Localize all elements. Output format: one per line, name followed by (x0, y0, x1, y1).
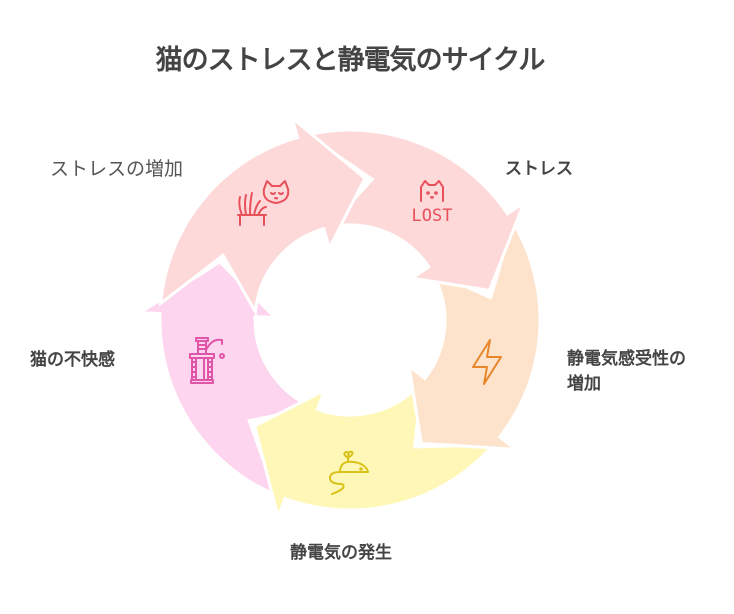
label-stress-increase: ストレスの増加 (50, 158, 184, 180)
label-line: 静電気感受性の (567, 349, 686, 369)
label-cat-discomfort: 猫の不快感 (30, 350, 115, 370)
lost-cat-icon: LOST (412, 180, 453, 226)
cycle-arrow-5 (135, 260, 318, 498)
page-title: 猫のストレスと静電気のサイクル (155, 45, 546, 76)
cycle-arrow-2 (303, 128, 528, 293)
label-static-sensitivity: 静電気感受性の 増加 (567, 347, 686, 397)
cat-tree-icon (189, 337, 225, 384)
lost-text: LOST (412, 206, 453, 226)
label-line: 増加 (567, 374, 601, 394)
label-static-generation: 静電気の発生 (290, 543, 392, 563)
lightning-icon (472, 339, 502, 385)
cycle-arrow-4 (252, 377, 497, 523)
toy-mouse-icon (329, 450, 369, 495)
cat-grass-icon (237, 180, 290, 226)
label-stress: ストレス (505, 159, 573, 179)
